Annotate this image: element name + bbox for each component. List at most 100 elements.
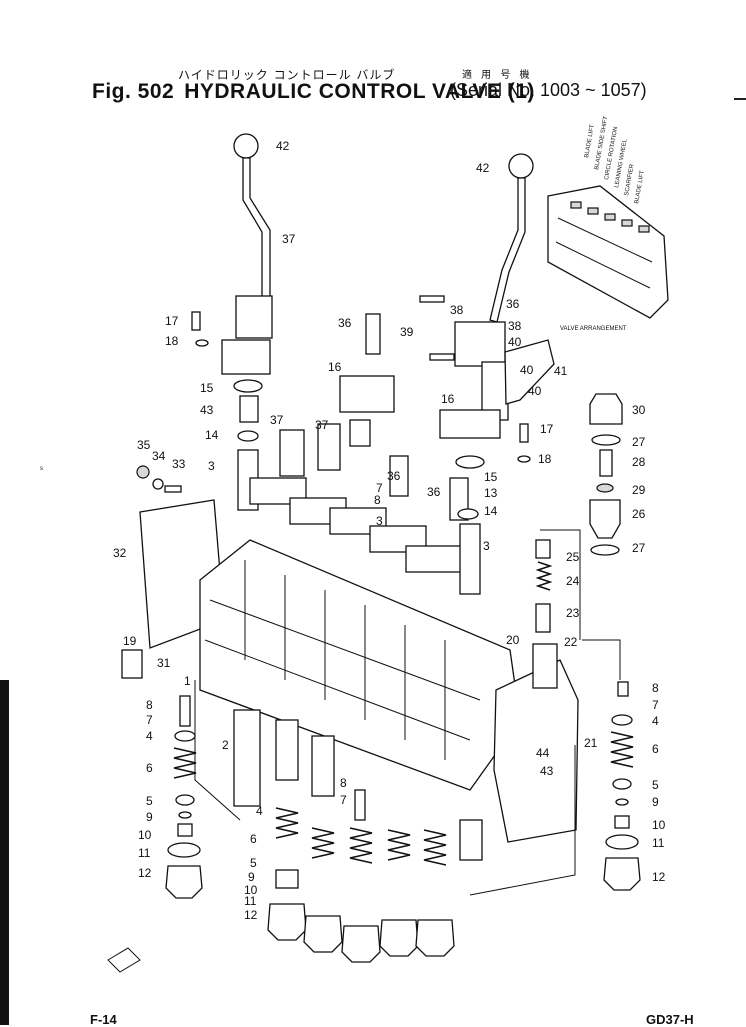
callout-27b: 27 (632, 541, 646, 555)
callout-4b: 4 (256, 804, 263, 818)
callout-26: 26 (632, 507, 646, 521)
callout-16: 16 (328, 360, 342, 374)
stack-10-b (275, 869, 299, 889)
callout-36: 36 (338, 316, 352, 330)
spool-2 (233, 709, 261, 807)
callout-7b: 7 (146, 713, 153, 727)
part-28 (599, 449, 613, 477)
body-26 (589, 499, 621, 539)
mid-lever-assemblies (249, 313, 469, 573)
valve-arrangement-inset: BLADE LIFT BLADE SIDE SHIFT CIRCLE ROTAT… (40, 115, 669, 973)
callout-11c: 11 (652, 836, 665, 850)
callout-6c: 6 (652, 742, 659, 756)
callout-15: 15 (200, 381, 214, 395)
spool-stacks (165, 681, 641, 963)
part-22 (532, 643, 558, 689)
stack-12-c (303, 915, 343, 953)
lever-knob-right (508, 153, 534, 179)
plate-16-right (439, 409, 501, 439)
callout-13: 13 (484, 486, 498, 500)
callout-9: 9 (146, 810, 153, 824)
callout-44: 44 (536, 746, 550, 760)
inset-label-5: SCARIFIER (624, 163, 636, 196)
stack-left-8 (179, 695, 191, 727)
callout-1: 1 (184, 674, 191, 688)
callout-16b: 16 (441, 392, 455, 406)
callout-41: 41 (554, 364, 568, 378)
callout-8b: 8 (146, 698, 153, 712)
inset-label-1: BLADE LIFT (584, 124, 596, 159)
callout-3: 3 (208, 459, 215, 473)
callout-15b: 15 (484, 470, 498, 484)
bolt-17-right (519, 423, 529, 443)
callout-21: 21 (584, 736, 598, 750)
stack-right-9 (615, 798, 629, 806)
callout-14: 14 (205, 428, 219, 442)
stack-6-b (275, 807, 299, 839)
pin-39-b (429, 353, 455, 361)
spool-3-right (459, 523, 481, 595)
callout-40: 40 (508, 335, 522, 349)
callout-12c: 12 (652, 870, 666, 884)
callout-36b: 36 (387, 469, 401, 483)
stack-left-12 (165, 865, 203, 899)
callout-32: 32 (113, 546, 127, 560)
plate-a (249, 477, 307, 505)
callout-27: 27 (632, 435, 646, 449)
plate-16-mid (339, 375, 395, 413)
callout-10: 10 (138, 828, 152, 842)
callout-40b: 40 (520, 363, 534, 377)
stack-left-11 (167, 842, 201, 858)
callout-42: 42 (276, 139, 290, 153)
callout-7c: 7 (340, 793, 347, 807)
relief-valve (589, 393, 623, 556)
washer-34 (152, 478, 164, 490)
callout-19: 19 (123, 634, 137, 648)
figure-number: Fig. 502 (92, 80, 175, 103)
lever-bracket-left (235, 295, 273, 339)
stack-6-f (423, 829, 447, 866)
callout-43: 43 (200, 403, 214, 417)
right-lever-assembly (419, 153, 555, 595)
washer-18-right (517, 455, 531, 463)
callout-36c: 36 (427, 485, 441, 499)
stack-12-d (341, 925, 381, 963)
stack-right-4 (611, 714, 633, 726)
left-lever-assembly (191, 133, 273, 511)
callout-38b: 38 (508, 319, 522, 333)
stack-12-f (415, 919, 455, 957)
stack-left-6 (173, 747, 197, 779)
stack-right-6 (610, 731, 634, 768)
callout-5c: 5 (652, 778, 659, 792)
callout-10c: 10 (652, 818, 666, 832)
callout-24: 24 (566, 574, 580, 588)
part-36-b (389, 455, 409, 497)
callout-23: 23 (566, 606, 580, 620)
callout-22: 22 (564, 635, 578, 649)
inset-caption: VALVE ARRANGEMENT (560, 326, 627, 332)
callout-18b: 18 (538, 452, 552, 466)
inset-valve-block (547, 185, 669, 319)
stack-g (459, 819, 483, 861)
callout-37c: 37 (315, 418, 329, 432)
washer-18-left (195, 339, 209, 347)
stack-8-d (354, 789, 366, 821)
bolt-17-left (191, 311, 201, 331)
callout-3c: 3 (483, 539, 490, 553)
oring-27-b (590, 544, 620, 556)
callout-33: 33 (172, 457, 186, 471)
stack-right-10 (614, 815, 630, 829)
group-brackets (194, 529, 621, 896)
stack-12-b (267, 903, 307, 941)
stack-12-e (379, 919, 419, 957)
scan-edge-mark (734, 98, 746, 100)
callout-10b: 10 (244, 883, 258, 897)
callout-39: 39 (400, 325, 414, 339)
part-29 (596, 483, 614, 493)
callout-43b: 43 (540, 764, 554, 778)
callout-labels: 42 37 17 18 15 43 14 3 35 34 33 32 19 31… (113, 139, 666, 922)
callout-11b: 11 (244, 894, 257, 908)
callout-7d: 7 (652, 698, 659, 712)
cap-25 (535, 539, 551, 559)
